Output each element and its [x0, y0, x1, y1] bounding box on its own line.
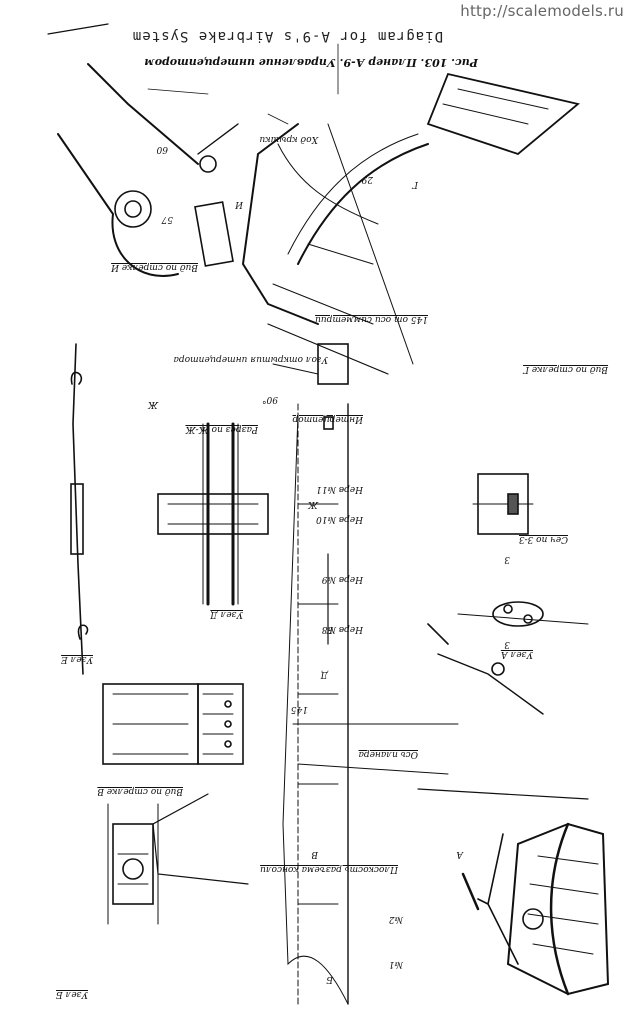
bolted-section-zh	[157, 422, 269, 606]
bolted-plates-v	[102, 683, 244, 765]
rib-panel	[282, 403, 459, 1005]
watermark-link[interactable]: http://scalemodels.ru	[460, 2, 624, 20]
control-arm	[47, 23, 239, 277]
wedge-block	[426, 72, 580, 156]
dimension-lines	[147, 43, 339, 125]
cable-pulley	[417, 788, 589, 930]
hinge-mechanism	[241, 123, 389, 385]
section-z	[472, 473, 534, 535]
pulley-bracket-b	[107, 793, 249, 925]
turnbuckle-e	[70, 343, 89, 675]
interceptor-plate	[287, 123, 429, 365]
control-horn	[427, 623, 544, 715]
wing-spar-section	[461, 822, 610, 996]
slot-node-a	[457, 601, 589, 627]
